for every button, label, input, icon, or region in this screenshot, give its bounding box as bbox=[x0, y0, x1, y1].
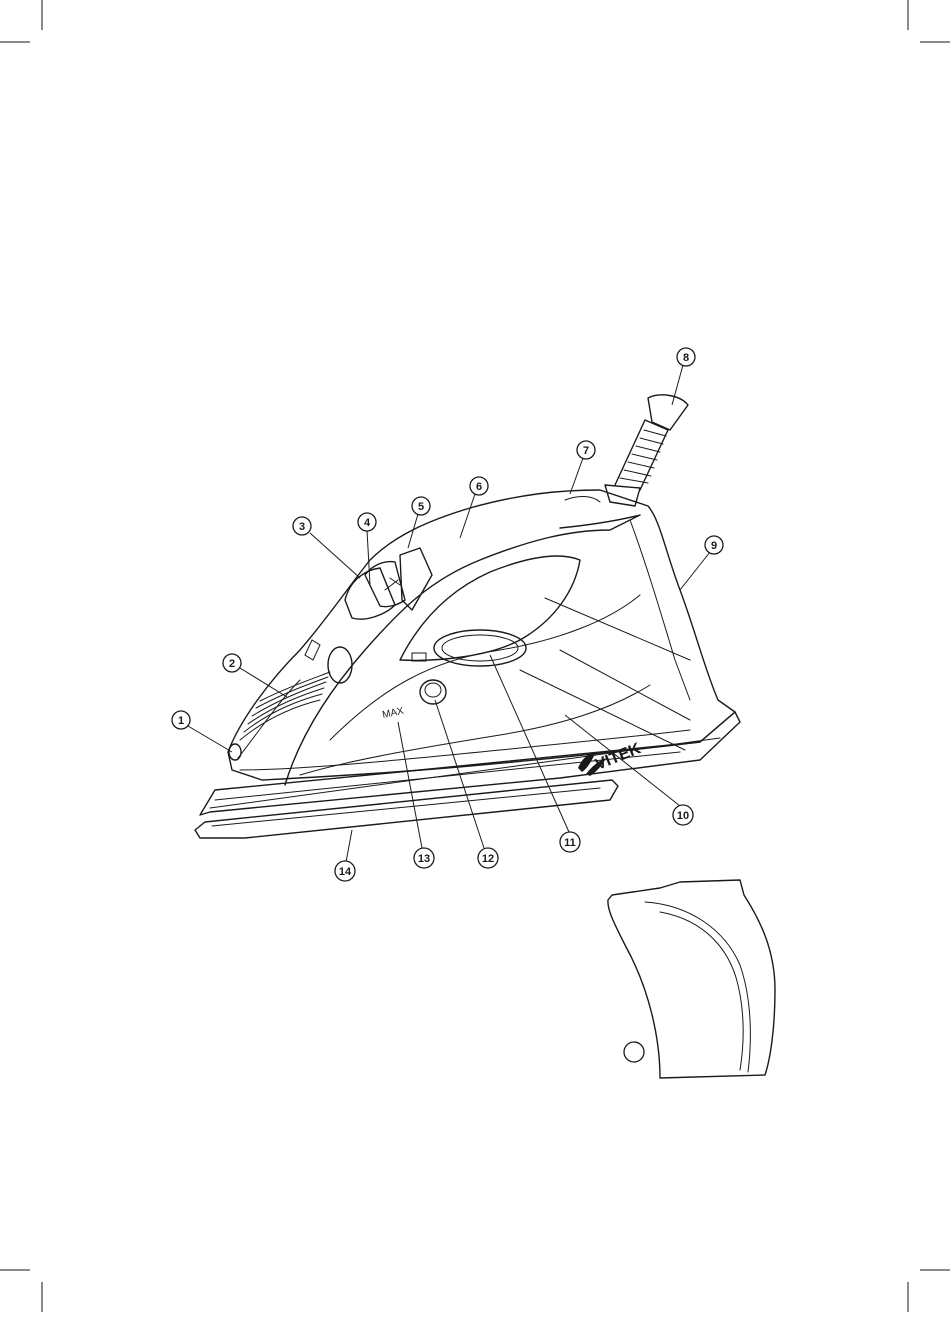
svg-text:9: 9 bbox=[711, 540, 717, 552]
spray-button-shape bbox=[345, 568, 395, 619]
iron-illustration: VITEK MAX bbox=[195, 395, 740, 838]
svg-text:3: 3 bbox=[299, 521, 305, 533]
svg-text:13: 13 bbox=[418, 853, 430, 865]
inset-heel-cover bbox=[608, 880, 775, 1078]
spray-nozzle bbox=[229, 744, 241, 760]
svg-text:4: 4 bbox=[364, 517, 371, 529]
callout-13: 13 bbox=[414, 848, 434, 868]
callout-5: 5 bbox=[412, 497, 430, 515]
handle-opening bbox=[400, 556, 580, 660]
soleplate bbox=[195, 780, 618, 838]
callout-12: 12 bbox=[478, 848, 498, 868]
callout-4: 4 bbox=[358, 513, 376, 531]
leader-lines bbox=[188, 365, 710, 862]
svg-text:14: 14 bbox=[339, 866, 352, 878]
svg-text:11: 11 bbox=[564, 837, 576, 849]
svg-text:8: 8 bbox=[683, 352, 689, 364]
max-label: MAX bbox=[381, 706, 405, 721]
svg-text:10: 10 bbox=[677, 810, 689, 822]
cord-protector bbox=[605, 395, 688, 506]
svg-text:7: 7 bbox=[583, 445, 589, 457]
callout-8: 8 bbox=[677, 348, 695, 366]
callouts: 1 2 3 4 5 6 7 8 9 10 11 12 13 14 bbox=[172, 348, 723, 881]
svg-text:12: 12 bbox=[482, 853, 494, 865]
svg-text:6: 6 bbox=[476, 481, 482, 493]
callout-1: 1 bbox=[172, 711, 190, 729]
handle-outline bbox=[285, 515, 640, 785]
callout-3: 3 bbox=[293, 517, 311, 535]
inset-callout-circle bbox=[624, 1042, 644, 1062]
callout-6: 6 bbox=[470, 477, 488, 495]
callout-7: 7 bbox=[577, 441, 595, 459]
callout-10: 10 bbox=[673, 805, 693, 825]
callout-9: 9 bbox=[705, 536, 723, 554]
vitek-logo: VITEK bbox=[578, 740, 644, 776]
svg-text:2: 2 bbox=[229, 658, 235, 670]
callout-14: 14 bbox=[335, 861, 355, 881]
callout-2: 2 bbox=[223, 654, 241, 672]
callout-11: 11 bbox=[560, 832, 580, 852]
svg-text:1: 1 bbox=[178, 715, 184, 727]
svg-text:5: 5 bbox=[418, 501, 424, 513]
self-clean-button-shape bbox=[420, 680, 446, 704]
